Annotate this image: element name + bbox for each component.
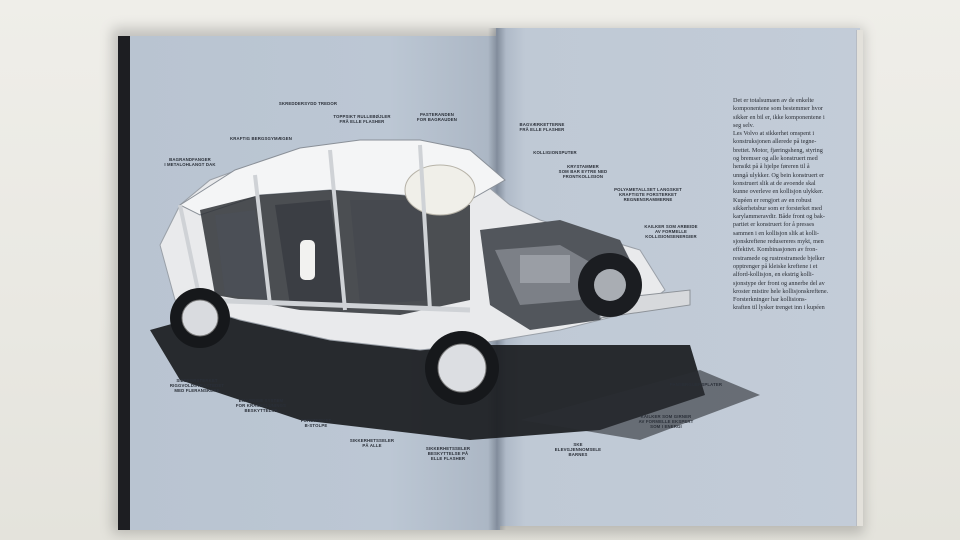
callout-label: FORSTERKET B-STOLPE [300, 418, 332, 429]
callout-label: KAILKER SOM ARBEIDE AV FORMELLE KOLLISIO… [644, 224, 698, 240]
callout-label: PANSERGUERSPLATER [669, 382, 723, 387]
body-text-column: Det er totalsumaen av de enkelte kompone… [733, 97, 829, 312]
callout-label: SKREDDERSYDD TREDOR [278, 101, 338, 106]
callout-label: POLYAMETALLSET LANGSKET KRAFTIGTE FORSTE… [614, 187, 682, 203]
callout-label: SIDEFORSTERKET RIGGVOLDSTRASTEDET MED FL… [169, 378, 225, 394]
callout-label: SIKKERHETSSELER PÅ ALLE [349, 438, 395, 449]
front-left-wheel [425, 331, 499, 405]
callout-label: SKE ELEVGJENNOMSELE BARNES [554, 442, 602, 458]
front-right-wheel [578, 253, 642, 317]
callout-label: TOPPSIKT RULLEBØJLER FRÅ ELLE FLASHER [333, 114, 391, 125]
left-cover-edge [118, 36, 132, 530]
callout-label: KOLLIGIONSPUTER [533, 150, 577, 155]
callout-label: SIKKERHETSSELER BESKYTTELSE PÅ ELLE FLAS… [425, 446, 471, 462]
callout-label: BAGVÆRKETTERNE FRÅ ELLE FLASHER [519, 122, 565, 133]
callout-label: KRAFTIG BERGSGYMÆGEN [230, 136, 292, 141]
callout-label: KRYSTAMMER SOM BAR EYTRE NED FRONTKOLLIS… [558, 164, 608, 180]
callout-label: EN LEDIGE SYSTEM FOR KRASHSLUNINGS BESKY… [235, 398, 287, 414]
callout-label: KAILKER SOM GIRNER AV FORMELLE EKSPERT S… [638, 414, 694, 430]
callout-label: BAGRANDFANGER I METALOHLANGT DAK [164, 157, 216, 168]
callout-label: PASTERANDEN FOR BAGRAUDEN [416, 112, 458, 123]
rear-wheel [170, 288, 230, 348]
right-page-edge [856, 30, 863, 526]
